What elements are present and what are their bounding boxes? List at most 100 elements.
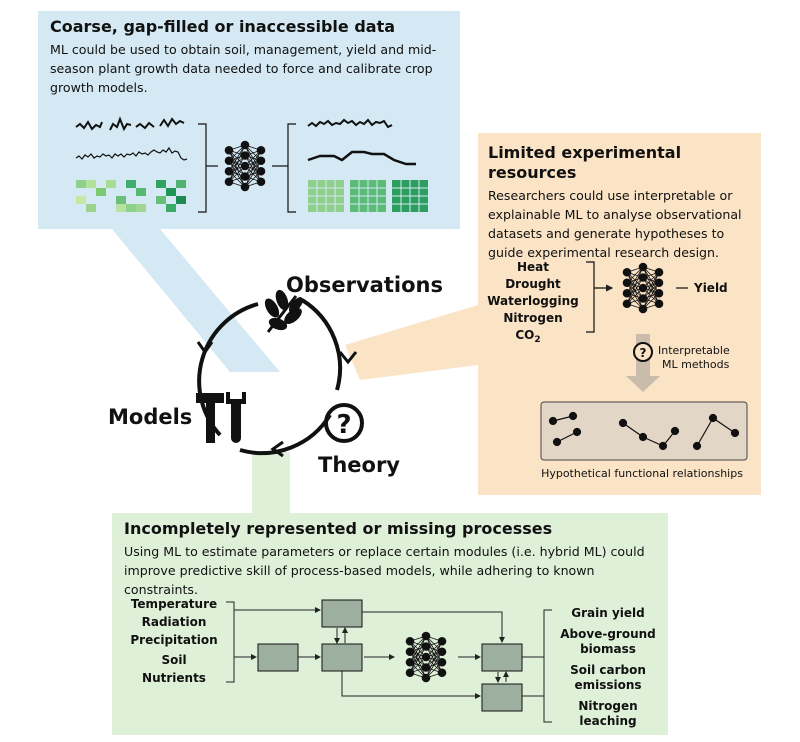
module-box-3	[321, 643, 363, 672]
observations-label: Observations	[286, 273, 443, 297]
input-nutrients: Nutrients	[142, 671, 206, 685]
output-biomass-line1: Above-ground	[560, 627, 656, 641]
input-heat: Heat	[517, 260, 549, 274]
nn-node	[638, 273, 648, 282]
nn-node	[654, 278, 664, 288]
input-drought: Drought	[505, 277, 561, 291]
cycle-arc-models	[239, 413, 332, 456]
nn-edge	[626, 266, 644, 304]
methods-label-line1: Interpretable	[658, 344, 730, 357]
nn-node	[622, 278, 632, 288]
nn-node	[622, 288, 632, 298]
nn-edge	[642, 272, 660, 299]
nn-edge	[626, 266, 644, 294]
tools-icon	[196, 392, 246, 443]
nn-edge	[425, 651, 443, 679]
input-bracket	[198, 123, 218, 213]
input-precipitation: Precipitation	[130, 633, 217, 647]
nn-node	[224, 156, 234, 166]
nn-edge	[425, 641, 443, 668]
nn-node	[638, 294, 648, 303]
nn-node	[256, 156, 266, 166]
output-biomass-line2: biomass	[580, 642, 636, 656]
process-modules	[257, 599, 523, 712]
nn-edge	[244, 150, 262, 188]
nn-edge	[409, 646, 427, 673]
module-box-1	[321, 599, 363, 628]
output-timeseries	[307, 118, 416, 166]
process-wiring	[226, 601, 552, 723]
nn-node	[421, 631, 431, 641]
cycle-arrowhead-1	[338, 351, 358, 365]
nn-node	[256, 166, 266, 176]
input-timeseries	[75, 116, 188, 161]
nn-node	[654, 288, 664, 298]
input-waterlogging: Waterlogging	[487, 294, 578, 308]
nn-edge	[244, 150, 262, 177]
nn-node	[224, 145, 234, 155]
nn-node	[421, 642, 431, 651]
band-theory	[345, 305, 478, 380]
nn-edge	[642, 282, 660, 310]
nn-node	[421, 652, 431, 662]
cycle-arrowhead-3	[196, 341, 214, 355]
data-panel-title: Coarse, gap-filled or inaccessible data	[50, 17, 396, 36]
nn-node	[256, 145, 266, 155]
relationships-box	[540, 401, 748, 461]
data-panel: Coarse, gap-filled or inaccessible data …	[38, 11, 460, 229]
cycle-arc-theory	[300, 298, 343, 391]
input-nitrogen: Nitrogen	[503, 311, 562, 325]
nn-node	[405, 636, 415, 646]
theory-label: Theory	[318, 453, 400, 477]
nn-node	[437, 668, 447, 678]
experiment-inputs: Heat Drought Waterlogging Nitrogen CO2	[487, 260, 578, 345]
experiment-panel-title: Limited experimental resources	[488, 143, 682, 182]
svg-text:?: ?	[640, 346, 647, 360]
question-small-icon: ?	[633, 342, 653, 362]
output-nitrogen-line1: Nitrogen	[578, 699, 637, 713]
experiment-bracket	[586, 261, 688, 333]
question-icon: ?	[324, 403, 364, 443]
input-grid-maps	[76, 180, 186, 212]
nn-edge	[626, 277, 644, 304]
output-yield: Yield	[693, 281, 728, 295]
nn-node	[622, 299, 632, 309]
nn-node	[405, 668, 415, 678]
process-inputs: Temperature Radiation Precipitation Soil…	[130, 597, 217, 685]
nn-node	[240, 161, 250, 171]
nn-node	[240, 140, 250, 150]
neural-network-icon	[224, 140, 266, 192]
experiment-panel-text: Researchers could use interpretable or e…	[488, 188, 742, 260]
nn-node	[638, 262, 648, 272]
nn-edge	[425, 641, 443, 679]
data-panel-text: ML could be used to obtain soil, managem…	[50, 42, 437, 95]
nn-node	[224, 166, 234, 176]
nn-edge	[244, 160, 262, 188]
relationships-caption: Hypothetical functional relationships	[541, 467, 743, 480]
input-radiation: Radiation	[142, 615, 207, 629]
output-soil-carbon-line2: emissions	[574, 678, 641, 692]
svg-text:?: ?	[336, 410, 351, 440]
nn-node	[437, 657, 447, 667]
nn-node	[421, 663, 431, 672]
nn-edge	[228, 144, 246, 172]
module-box-4	[481, 643, 523, 672]
methods-label-line2: ML methods	[662, 358, 730, 371]
neural-network-icon	[405, 631, 447, 683]
output-nitrogen-line2: leaching	[579, 714, 636, 728]
nn-node	[638, 304, 648, 314]
nn-edge	[409, 635, 427, 663]
nn-node	[654, 267, 664, 277]
nn-node	[240, 172, 250, 181]
band-models	[252, 452, 290, 513]
nn-edge	[228, 144, 246, 182]
input-co2: CO2	[515, 328, 540, 345]
band-observations	[112, 229, 280, 372]
nn-node	[240, 151, 250, 160]
nn-node	[405, 657, 415, 667]
process-panel-text: Using ML to estimate parameters or repla…	[124, 544, 645, 597]
output-bracket	[272, 123, 296, 213]
nn-node	[224, 177, 234, 187]
